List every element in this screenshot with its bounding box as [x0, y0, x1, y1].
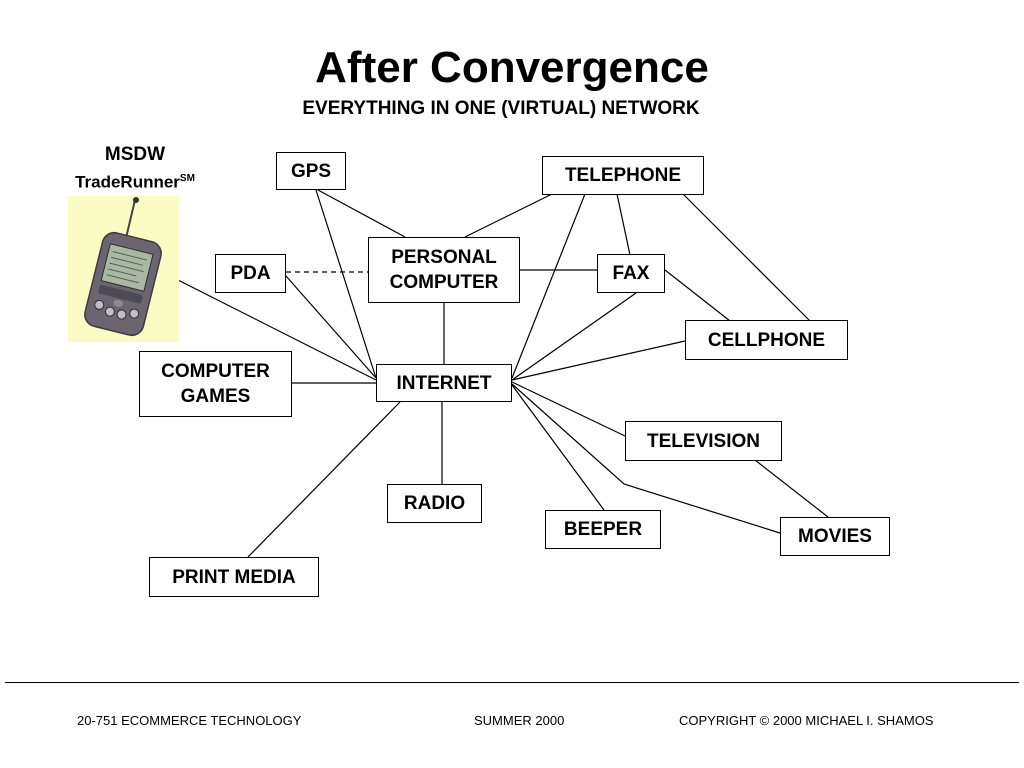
handheld-device-illustration — [84, 197, 162, 337]
link-internet-beeper — [511, 384, 605, 511]
node-internet-label: INTERNET — [396, 372, 492, 394]
node-movies-label: MOVIES — [798, 526, 872, 547]
node-telephone-label: TELEPHONE — [564, 165, 682, 186]
node-beeper: BEEPER — [545, 510, 661, 549]
node-telephone: TELEPHONE — [542, 156, 704, 195]
node-television-label: TELEVISION — [647, 430, 760, 452]
slide-title: After Convergence — [315, 43, 709, 92]
footer-term: SUMMER 2000 — [474, 713, 565, 728]
link-cellphone-internet — [511, 340, 686, 381]
footer-course: 20-751 ECOMMERCE TECHNOLOGY — [77, 713, 302, 728]
link-telephone-personal-computer — [464, 193, 553, 238]
link-internet-print-media — [247, 401, 401, 558]
link-fax-internet — [511, 292, 637, 381]
node-beeper-label: BEEPER — [563, 519, 643, 540]
node-cellphone-label: CELLPHONE — [707, 329, 826, 351]
footer-divider — [5, 682, 1019, 683]
link-telephone-internet — [511, 193, 586, 379]
node-print-media: PRINT MEDIA — [149, 557, 319, 597]
node-computer-games: COMPUTER GAMES — [139, 351, 292, 417]
node-gps: GPS — [276, 152, 346, 190]
node-pda: PDA — [215, 254, 286, 293]
node-radio: RADIO — [387, 484, 482, 523]
node-radio-label: RADIO — [403, 493, 466, 514]
node-computer-games-label: COMPUTER GAMES — [161, 361, 270, 407]
link-pda-internet — [285, 275, 377, 379]
link-device-internet — [177, 279, 377, 381]
link-telephone-fax — [616, 193, 631, 256]
link-gps-internet — [315, 189, 377, 379]
device-caption-line2: TradeRunner — [75, 172, 180, 192]
device-caption-line1: MSDW — [104, 144, 166, 165]
link-gps-personal-computer — [317, 189, 406, 238]
link-television-movies — [754, 459, 829, 518]
footer-copyright: COPYRIGHT © 2000 MICHAEL I. SHAMOS — [679, 713, 934, 728]
node-personal-computer: PERSONAL COMPUTER — [368, 237, 520, 303]
node-movies: MOVIES — [780, 517, 890, 556]
link-internet-television — [511, 381, 626, 437]
handheld-device-image — [68, 196, 179, 342]
device-caption: MSDW TradeRunnerSM — [40, 143, 230, 195]
node-internet: INTERNET — [376, 364, 512, 402]
slide-subtitle: EVERYTHING IN ONE (VIRTUAL) NETWORK — [302, 98, 700, 119]
node-personal-computer-label: PERSONAL COMPUTER — [389, 247, 499, 293]
node-gps-label: GPS — [290, 160, 332, 182]
link-internet-movies — [511, 383, 781, 534]
node-fax: FAX — [597, 254, 665, 293]
node-cellphone: CELLPHONE — [685, 320, 848, 360]
device-caption-superscript: SM — [179, 173, 195, 184]
node-television: TELEVISION — [625, 421, 782, 461]
node-pda-label: PDA — [230, 263, 271, 284]
link-telephone-cellphone — [682, 193, 811, 322]
node-print-media-label: PRINT MEDIA — [172, 566, 296, 588]
node-fax-label: FAX — [612, 263, 650, 284]
link-fax-cellphone — [664, 269, 731, 322]
